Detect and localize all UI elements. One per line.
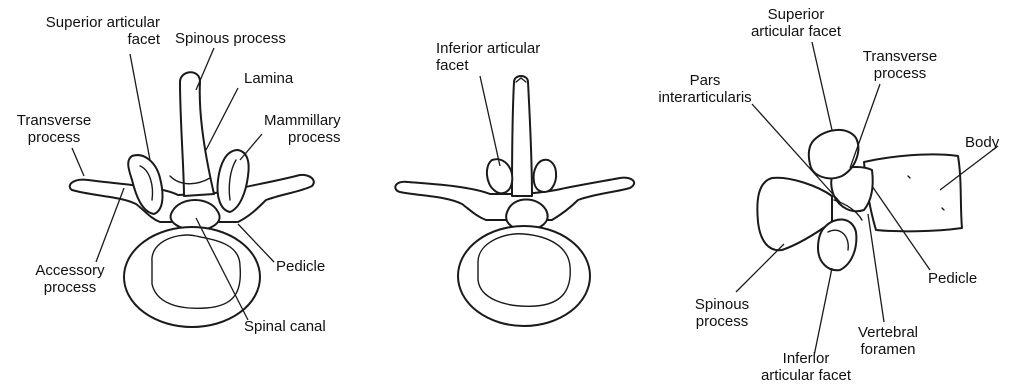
leader-superior-articular-2 [812, 42, 832, 130]
inferior-facet-right [534, 160, 556, 192]
lateral-view-vertebra [757, 130, 962, 270]
label-spinous-process-1: Spinous process [175, 30, 286, 47]
leader-spinous-process-1 [196, 48, 214, 90]
label-pedicle-1: Pedicle [276, 258, 325, 275]
inferior-view-vertebra [395, 76, 634, 326]
inferior-articular-lateral [818, 219, 856, 270]
leader-accessory [96, 188, 124, 262]
spinous-process-left-view [180, 72, 214, 196]
leader-inferior-articular-2 [814, 268, 832, 356]
leader-transverse-2 [850, 84, 880, 168]
label-pedicle-2: Pedicle [928, 270, 977, 287]
spinous-process-middle-view [512, 76, 532, 196]
leader-lamina [206, 88, 238, 150]
leader-superior-articular-1 [130, 54, 150, 160]
superior-articular-left [128, 155, 162, 214]
leader-transverse-1 [72, 148, 84, 176]
vertebral-body-lateral [864, 154, 962, 231]
leader-mammillary [240, 134, 262, 160]
label-spinal-canal: Spinal canal [244, 318, 326, 335]
leader-spinous-process-2 [736, 244, 784, 292]
label-body: Body [965, 134, 999, 151]
spinal-canal-shape [171, 200, 220, 230]
label-lamina: Lamina [244, 70, 293, 87]
leader-inferior-articular-1 [480, 76, 500, 166]
